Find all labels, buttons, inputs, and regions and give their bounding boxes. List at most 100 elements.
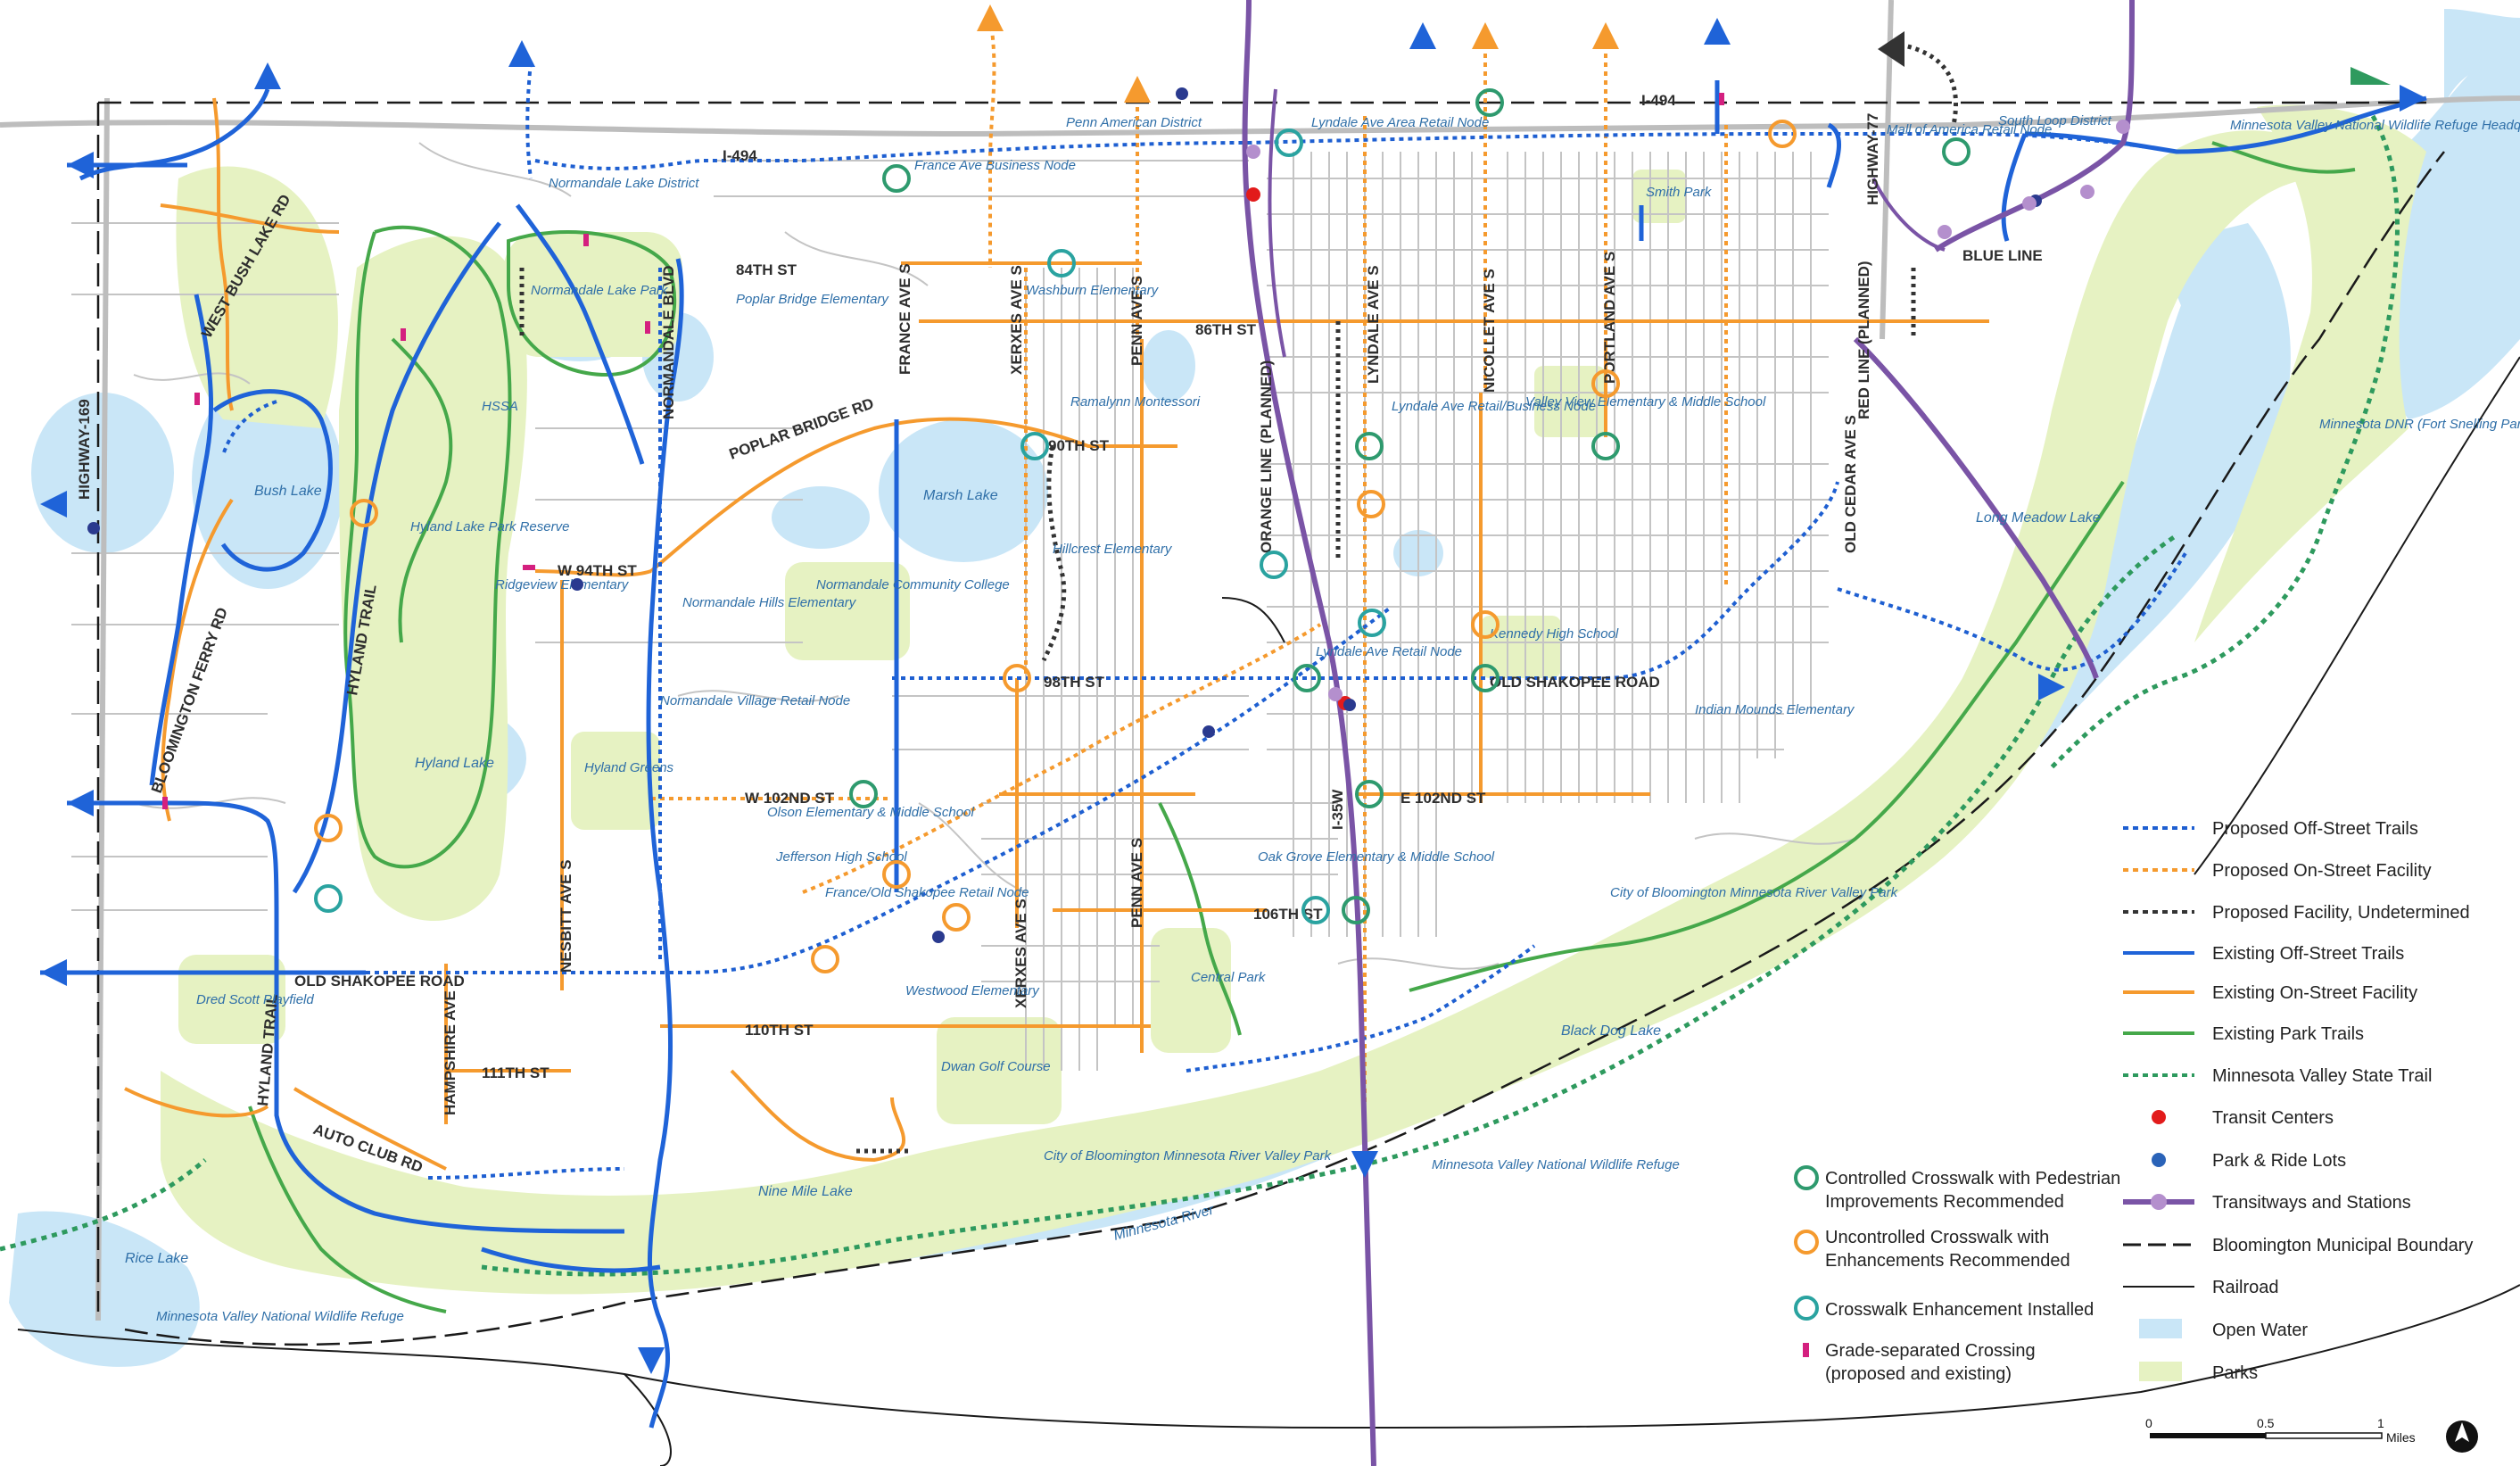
mid-lake-2 <box>1142 330 1195 402</box>
hyland-park-reserve <box>339 236 527 922</box>
blue-line <box>1934 0 2135 253</box>
legend-label-proposed-on: Proposed On-Street Facility <box>2212 861 2432 881</box>
scale-label-zero: 0 <box>2145 1416 2152 1430</box>
label-xerxes1: XERXES AVE S <box>1008 265 1025 375</box>
rice-lake <box>9 1211 200 1367</box>
hyland-park-trail-loop <box>343 225 512 869</box>
arrow-blue-left <box>40 491 67 518</box>
label-nesbitt: NESBITT AVE S <box>558 859 574 973</box>
hwy77-transit <box>1871 178 1946 252</box>
arrow-blue-right <box>2400 85 2426 112</box>
arrow-blue-left <box>40 959 67 986</box>
legend-swatch-water <box>2139 1319 2182 1338</box>
old-shakopee-trail <box>366 605 1393 974</box>
label-old-shakopee-w: OLD SHAKOPEE ROAD <box>294 973 465 990</box>
label-hampshire: HAMPSHIRE AVE <box>442 990 459 1115</box>
label-hwy77: HIGHWAY-77 <box>1864 113 1881 205</box>
proposed-undetermined <box>519 42 1958 1154</box>
dwan-golf <box>937 1017 1062 1124</box>
installed-crosswalk <box>1260 551 1288 579</box>
normandale-lake-park <box>504 232 682 357</box>
label-lyndale-area-node: Lyndale Ave Area Retail Node <box>1311 115 1489 130</box>
legend-label-existing-on: Existing On-Street Facility <box>2212 983 2417 1003</box>
existing-park-trails <box>248 141 2356 1313</box>
98th-trail-proposed <box>892 481 1839 680</box>
transit-station <box>2116 120 2130 134</box>
label-old-cedar: OLD CEDAR AVE S <box>1842 415 1859 553</box>
poplar-bridge-road <box>649 417 1177 573</box>
central-park <box>1151 928 1231 1053</box>
label-ramalynn: Ramalynn Montessori <box>1070 394 1201 410</box>
label-normandale-village: Normandale Village Retail Node <box>660 693 850 708</box>
legend-label-park-trails: Existing Park Trails <box>2212 1024 2364 1044</box>
scale-label-unit: Miles <box>2386 1430 2416 1445</box>
legend-swatch-transit-center <box>2152 1110 2166 1124</box>
controlled-crosswalk <box>882 164 911 193</box>
hyland-greens <box>571 732 660 830</box>
uncontrolled-crosswalk <box>942 903 971 932</box>
municipal-boundary <box>96 101 2445 1346</box>
transit-center <box>1246 187 1260 202</box>
railroad-lower <box>624 1373 672 1466</box>
legend-uncontrolled-line1: Uncontrolled Crosswalk with <box>1825 1228 2049 1247</box>
494-east-trail <box>2024 95 2427 154</box>
park-ride-lot <box>1202 725 1215 738</box>
installed-crosswalk <box>1275 128 1303 157</box>
existing-off-street <box>40 80 2427 1429</box>
legend-uncontrolled-line2: Enhancements Recommended <box>1825 1251 2070 1271</box>
bush-lake-park <box>176 166 338 428</box>
label-indian-mounds: Indian Mounds Elementary <box>1695 702 1855 717</box>
legend-controlled-line2: Improvements Recommended <box>1825 1192 2064 1212</box>
railroad-mid <box>1221 597 1285 643</box>
installed-crosswalk <box>1047 249 1076 277</box>
label-mall-of-america: Mall of America Retail Node <box>1887 122 2052 137</box>
i35w-transitway <box>1242 0 1376 1466</box>
north-arrow-pointer <box>2455 1422 2469 1442</box>
label-84th: 84TH ST <box>736 261 797 278</box>
crosswalks-controlled <box>849 88 1971 924</box>
legend-swatch-uncontrolled <box>1794 1230 1819 1255</box>
bush-lake-rd-trail <box>149 294 214 786</box>
park-ride-lot <box>932 931 945 943</box>
mid-lake-1 <box>772 486 870 549</box>
curvy-neighborhoods <box>133 142 1856 970</box>
label-normandale-college: Normandale Community College <box>816 577 1010 592</box>
label-washburn: Washburn Elementary <box>1026 283 1160 298</box>
label-mn-valley-refuge-c: Minnesota Valley National Wildlife Refug… <box>1432 1157 1680 1172</box>
label-penn1: PENN AVE S <box>1128 276 1145 366</box>
label-black-dog: Black Dog Lake <box>1561 1023 1661 1039</box>
arrow-blue-left <box>67 790 94 816</box>
arrow-orange-up <box>1124 76 1151 103</box>
south-loop-existing <box>730 1069 906 1163</box>
label-normandale-blvd: NORMANDALE BLVD <box>660 265 677 419</box>
railroad-south <box>17 1284 2520 1429</box>
park-ride-lot <box>1176 87 1188 100</box>
i494-trail-proposed <box>534 132 2177 170</box>
label-normandale-hills: Normandale Hills Elementary <box>682 595 857 610</box>
uncontrolled-crosswalk <box>1591 369 1620 398</box>
label-bloomington-ferry: BLOOMINGTON FERRY RD <box>148 605 231 795</box>
hyland-proposed <box>221 400 277 456</box>
label-ridgeview: Ridgeview Elementary <box>495 577 630 592</box>
label-xerxes2: XERXES AVE S <box>1012 899 1029 1008</box>
auto-club-rd <box>293 1087 447 1171</box>
label-86th: 86TH ST <box>1195 321 1257 338</box>
normandale-college <box>785 562 910 660</box>
undetermined-marsh <box>1041 445 1067 662</box>
label-lyndale-node-s: Lyndale Ave Retail Node <box>1316 644 1462 659</box>
uncontrolled-crosswalk <box>882 860 911 889</box>
transit-station <box>2022 196 2037 211</box>
railroad-east <box>2194 356 2520 875</box>
transit-points <box>87 87 2130 943</box>
label-oak-grove: Oak Grove Elementary & Middle School <box>1258 849 1495 865</box>
uncontrolled-crosswalk <box>811 945 839 973</box>
legend-label-installed: Crosswalk Enhancement Installed <box>1825 1300 2094 1320</box>
installed-crosswalk <box>1358 609 1386 637</box>
label-dwan: Dwan Golf Course <box>941 1059 1051 1074</box>
park-ride-lot <box>571 578 583 591</box>
legend-swatch-grade <box>1803 1343 1809 1357</box>
legend-swatch-station <box>2151 1194 2167 1210</box>
label-central-park: Central Park <box>1191 970 1267 985</box>
label-kennedy: Kennedy High School <box>1490 626 1619 642</box>
